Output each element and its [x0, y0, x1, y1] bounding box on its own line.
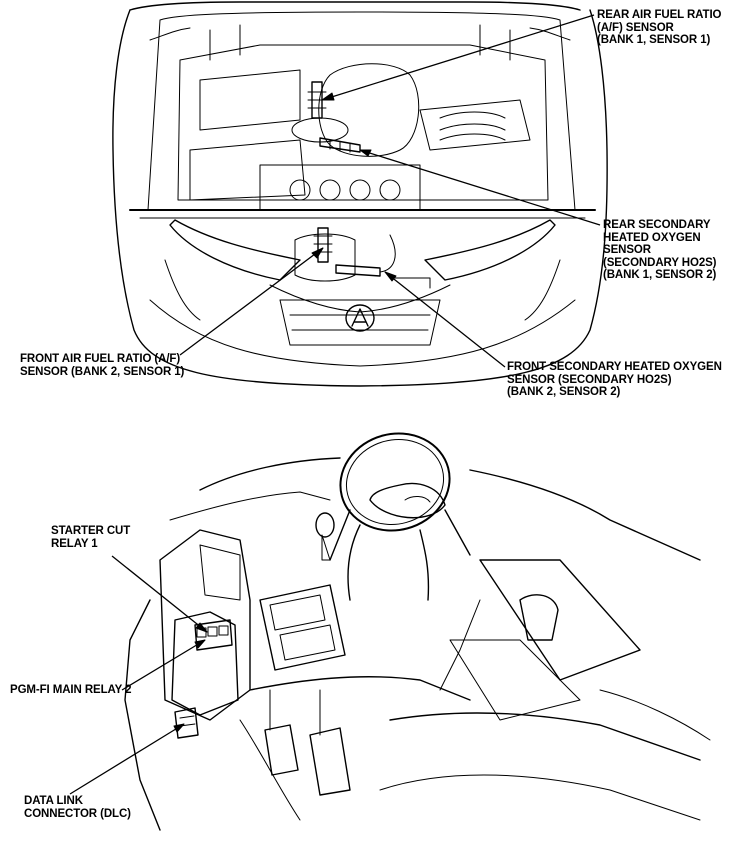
engine-compartment-illustration: [112, 1, 608, 387]
label-rear-af-sensor: REAR AIR FUEL RATIO (A/F) SENSOR (BANK 1…: [597, 9, 722, 46]
leader-front-ho2s: [384, 271, 506, 368]
dashboard-illustration: [124, 432, 711, 831]
leader-rear-af-sensor: [321, 14, 595, 101]
label-front-af-sensor: FRONT AIR FUEL RATIO (A/F) SENSOR (BANK …: [20, 353, 185, 378]
leader-dlc: [69, 723, 185, 795]
label-starter-cut-relay: STARTER CUT RELAY 1: [51, 525, 131, 550]
label-front-secondary-ho2s: FRONT SECONDARY HEATED OXYGEN SENSOR (SE…: [507, 361, 722, 398]
engine-leader-lines: [179, 14, 601, 368]
label-data-link-connector: DATA LINK CONNECTOR (DLC): [24, 795, 131, 820]
leader-starter-cut-relay: [111, 555, 208, 633]
dashboard-leader-lines: [69, 555, 208, 795]
leader-front-af-sensor: [179, 247, 324, 356]
label-pgm-fi-main-relay: PGM-FI MAIN RELAY 2: [10, 684, 132, 696]
leader-pgm-fi-main-relay: [121, 639, 206, 691]
label-rear-secondary-ho2s: REAR SECONDARY HEATED OXYGEN SENSOR (SEC…: [603, 219, 717, 281]
leader-rear-ho2s: [359, 149, 601, 226]
